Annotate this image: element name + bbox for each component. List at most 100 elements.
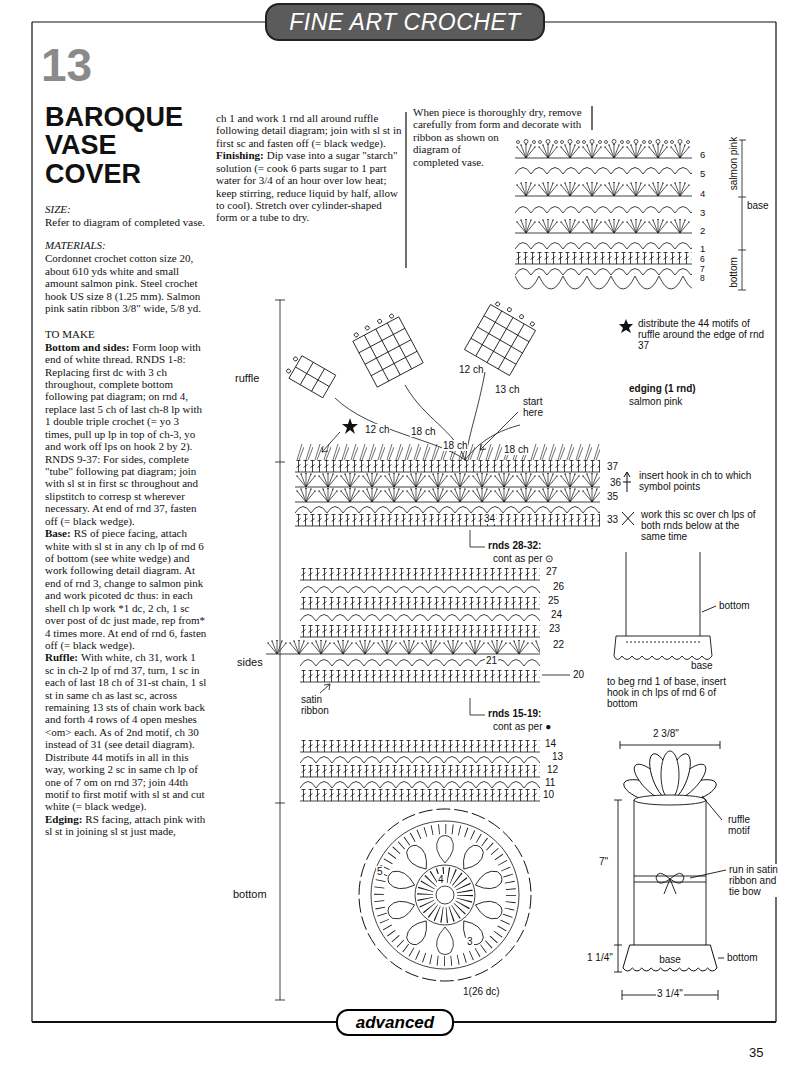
bottom-rosette [437, 927, 454, 955]
header-banner: FINE ART CROCHET [265, 3, 545, 41]
edging-diagram [515, 139, 692, 144]
side-rounds [320, 684, 330, 693]
edging-diagram [515, 265, 692, 275]
instruction-text: Cordonnet crochet cotton size 20, about … [45, 252, 207, 314]
base-outline [623, 945, 717, 971]
completed-vase-figure [614, 800, 622, 972]
diagram-label: start here [522, 396, 554, 418]
ruffle-motif-drawing [507, 307, 512, 312]
bottom-rosette [473, 869, 504, 894]
diagram-label: 3 [466, 936, 474, 947]
instruction-paragraph: Ruffle:With white, ch 31, work 1 sc in c… [45, 651, 207, 812]
side-rounds [300, 789, 540, 801]
edging-diagram [515, 182, 692, 196]
bottom-rosette [473, 897, 504, 922]
step-heading: Bottom and sides: [45, 341, 132, 353]
edging-diagram [515, 139, 692, 144]
side-rounds [300, 609, 540, 610]
edging-diagram [515, 144, 692, 158]
side-rounds [300, 765, 540, 777]
side-rounds [300, 740, 540, 752]
side-rounds [300, 789, 540, 801]
key-symbols [623, 472, 631, 492]
completed-vase-figure [690, 796, 726, 958]
diagram-label: bottom [726, 952, 759, 963]
page-title: BAROQUE VASE COVER [45, 103, 210, 188]
diagram-label: rnds 15-19: [487, 708, 542, 719]
completed-vase-figure [645, 751, 678, 802]
edging-diagram [515, 276, 692, 290]
ruffle-motif-drawing [286, 368, 291, 373]
diagram-label: to beg rnd 1 of base, insert hook in ch … [606, 676, 728, 709]
diagram-label: 10 [542, 789, 555, 800]
ruffle-motif-drawing [353, 317, 423, 387]
side-rounds [295, 488, 600, 502]
bottom-rosette [457, 916, 487, 948]
node-text: advanced [356, 1013, 434, 1033]
step-heading: Ruffle: [45, 651, 81, 663]
diagram-label: 3 [699, 208, 706, 218]
ruffle-motif-drawing [365, 325, 370, 330]
bottom-rosette [436, 886, 454, 904]
bottom-rosette [359, 809, 531, 981]
ruffle-motif-drawing [342, 418, 358, 434]
diagram-label: work this sc over ch lps of both rnds be… [640, 509, 764, 542]
edging-diagram [515, 219, 692, 233]
node-text: base [659, 954, 681, 965]
edging-diagram [515, 265, 692, 275]
side-rounds [295, 503, 600, 513]
ruffle-motif-drawing [293, 356, 298, 361]
key-symbols [622, 512, 634, 525]
key-symbols [619, 319, 633, 333]
edging-diagram [515, 139, 746, 290]
instruction-text: Form loop with end of white thread. RNDS… [45, 341, 202, 527]
text-column: ch 1 and work 1 rnd all around ruffle fo… [216, 112, 402, 224]
diagram-label: 5 [699, 169, 706, 179]
side-rounds [300, 682, 540, 683]
step-heading: Base: [45, 527, 74, 539]
bottom-rosette [457, 842, 487, 874]
diagram-label: 35 [606, 491, 619, 502]
diagram-label: 12 [546, 764, 559, 775]
ruffle-motif-drawing [519, 314, 524, 319]
side-rounds [300, 611, 540, 621]
diagram-label: 1(26 dc) [462, 986, 501, 997]
instruction-text: RS of piece facing, attach white with sl… [45, 527, 206, 651]
diagram-label: 25 [547, 595, 560, 606]
bottom-rosette [403, 916, 433, 948]
side-rounds [295, 472, 600, 473]
instruction-paragraph: Finishing:Dip vase into a sugar "starch"… [216, 149, 402, 224]
diagram-label: 13 [551, 751, 564, 762]
diagram-label: 2 3/8" [652, 728, 680, 739]
instruction-paragraph: Edging:RS facing, attach pink with sl st… [45, 813, 207, 838]
edging-diagram [515, 219, 692, 233]
instruction-paragraph: Bottom and sides:Form loop with end of w… [45, 341, 207, 527]
diagram-label: 20 [572, 669, 585, 680]
side-rounds [300, 656, 540, 666]
diagram-label: 22 [552, 639, 565, 650]
diagram-label: ruffle [234, 372, 260, 384]
edging-diagram [515, 233, 692, 234]
diagram-label: 37 [606, 461, 619, 472]
diagram-label: 4 [437, 874, 445, 885]
side-rounds [295, 473, 600, 487]
side-rounds [300, 670, 540, 682]
edging-diagram [738, 140, 746, 290]
diagram-label: ruffle motif [727, 814, 773, 836]
bottom-rosette [371, 821, 519, 969]
side-rounds [295, 460, 600, 472]
edging-diagram [515, 239, 692, 249]
bottom-rosette [437, 836, 454, 864]
side-rounds [300, 778, 540, 788]
side-rounds [300, 765, 540, 777]
base-detail-figure [626, 642, 700, 643]
diagram-label: edging (1 rnd) [628, 383, 697, 394]
text-column: SIZE:Refer to diagram of completed vase.… [45, 203, 207, 838]
diagram-label: 7" [598, 856, 609, 867]
ruffle-motif-drawing [354, 332, 359, 337]
diagram-label: base [746, 200, 770, 211]
diagram-label: 8 [699, 274, 706, 283]
diagram-label: satin ribbon [300, 694, 338, 716]
diagram-label: 4 [699, 189, 706, 199]
side-rounds [300, 670, 540, 682]
